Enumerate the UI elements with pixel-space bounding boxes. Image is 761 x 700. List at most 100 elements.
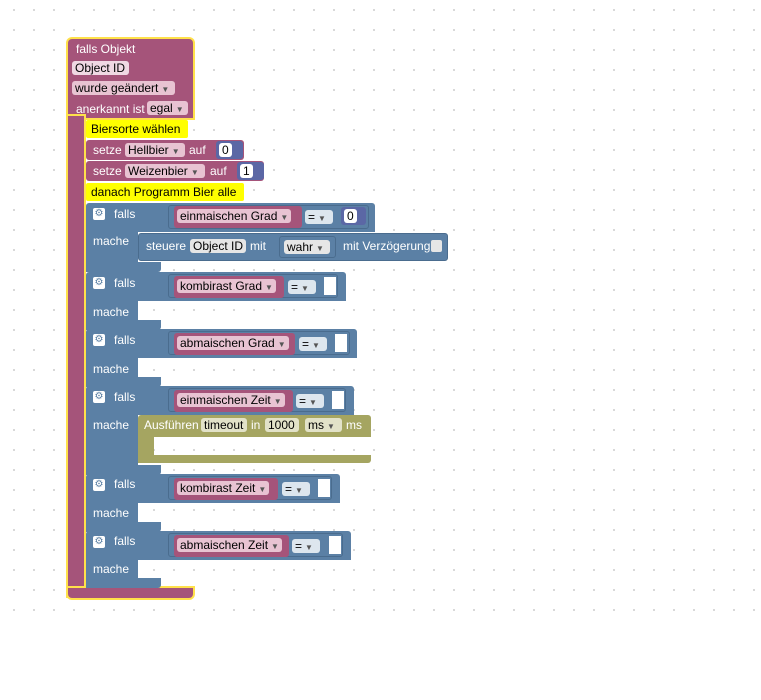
chevron-down-icon: ▼ — [316, 244, 324, 253]
setze-weizenbier-label: setze — [93, 164, 122, 178]
if-5-var: kombirast Zeit — [180, 481, 256, 495]
if-2-op: = — [291, 280, 299, 294]
trigger-changed-dropdown[interactable]: wurde geändert▼ — [72, 81, 175, 95]
chevron-down-icon: ▼ — [190, 168, 199, 177]
steuere-value: wahr — [287, 240, 314, 254]
gear-icon[interactable]: ⚙ — [93, 479, 105, 491]
timeout-unit-dropdown[interactable]: ms▼ — [305, 418, 342, 432]
steuere-label: steuere — [146, 239, 187, 253]
if-2-op-dropdown[interactable]: =▼ — [288, 280, 316, 294]
if-1-op-dropdown[interactable]: =▼ — [305, 210, 333, 224]
if-3-var-dropdown[interactable]: abmaischen Grad▼ — [177, 336, 289, 350]
trigger-anerkannt-value: egal — [150, 101, 173, 115]
chevron-down-icon: ▼ — [327, 422, 335, 431]
if-5-var-block[interactable]: kombirast Zeit▼ — [174, 478, 278, 500]
chevron-down-icon: ▼ — [295, 486, 303, 495]
if-6-op-dropdown[interactable]: =▼ — [292, 539, 320, 553]
if-2-empty-value-slot[interactable] — [324, 277, 336, 295]
if-3-op-dropdown[interactable]: =▼ — [299, 337, 327, 351]
if-3-empty-value-slot[interactable] — [335, 334, 347, 352]
if-2-var-dropdown[interactable]: kombirast Grad▼ — [177, 279, 276, 293]
if-4-var-dropdown[interactable]: einmaischen Zeit▼ — [177, 393, 285, 407]
gear-icon[interactable]: ⚙ — [93, 277, 105, 289]
steuere-delay-label: mit Verzögerung — [343, 239, 431, 253]
timeout-block-bottom[interactable] — [138, 455, 371, 463]
if-5-empty-value-slot[interactable] — [318, 479, 330, 497]
chevron-down-icon: ▼ — [312, 341, 320, 350]
comment-biersorte[interactable]: Biersorte wählen — [86, 120, 188, 138]
timeout-var[interactable]: timeout — [201, 418, 247, 432]
if-5-op-dropdown[interactable]: =▼ — [282, 482, 310, 496]
setze-weizenbier-number[interactable]: 1 — [240, 164, 253, 178]
setze-hellbier-var-dropdown[interactable]: Hellbier▼ — [125, 143, 185, 157]
if-6-mache-label: mache — [93, 562, 130, 576]
steuere-mit-label: mit — [250, 239, 266, 253]
gear-icon[interactable]: ⚙ — [93, 536, 105, 548]
if-5-var-dropdown[interactable]: kombirast Zeit▼ — [177, 481, 270, 495]
steuere-object-id[interactable]: Object ID — [190, 239, 246, 253]
if-6-var: abmaischen Zeit — [180, 538, 269, 552]
if-4-var: einmaischen Zeit — [180, 393, 271, 407]
if-block-1-bottom[interactable] — [86, 262, 161, 272]
setze-hellbier-var: Hellbier — [128, 143, 169, 157]
timeout-in-label: in — [251, 418, 261, 432]
if-6-falls-label: falls — [114, 534, 136, 548]
if-4-op-dropdown[interactable]: =▼ — [296, 394, 324, 408]
if-1-number[interactable]: 0 — [344, 209, 357, 223]
if-3-op: = — [302, 337, 310, 351]
if-block-2-bottom[interactable] — [86, 320, 161, 330]
if-block-4-bottom[interactable] — [86, 465, 161, 475]
if-6-var-block[interactable]: abmaischen Zeit▼ — [174, 535, 289, 557]
if-1-var-dropdown[interactable]: einmaischen Grad▼ — [177, 209, 292, 223]
setze-hellbier-number[interactable]: 0 — [219, 143, 232, 157]
if-3-var: abmaischen Grad — [180, 336, 275, 350]
gear-icon[interactable]: ⚙ — [93, 391, 105, 403]
if-1-var-block[interactable]: einmaischen Grad▼ — [174, 206, 302, 228]
chevron-down-icon: ▼ — [271, 542, 279, 551]
trigger-block-bottom[interactable] — [68, 588, 193, 598]
trigger-anerkannt-label: anerkannt ist — [76, 102, 145, 116]
setze-hellbier-auf-label: auf — [189, 143, 206, 157]
steuere-value-dropdown[interactable]: wahr▼ — [284, 240, 330, 254]
steuere-delay-checkbox[interactable] — [431, 240, 442, 252]
if-2-var-block[interactable]: kombirast Grad▼ — [174, 276, 284, 298]
if-4-falls-label: falls — [114, 390, 136, 404]
if-1-var: einmaischen Grad — [180, 209, 278, 223]
if-6-empty-value-slot[interactable] — [329, 536, 341, 554]
if-2-falls-label: falls — [114, 276, 136, 290]
if-3-mache-label: mache — [93, 362, 130, 376]
setze-hellbier-number-block[interactable]: 0 — [216, 141, 243, 159]
if-block-3-bottom[interactable] — [86, 377, 161, 387]
if-3-var-block[interactable]: abmaischen Grad▼ — [174, 333, 295, 355]
if-4-empty-value-slot[interactable] — [332, 391, 344, 409]
if-4-op: = — [299, 394, 307, 408]
if-1-number-block[interactable]: 0 — [341, 207, 366, 225]
gear-icon[interactable]: ⚙ — [93, 334, 105, 346]
if-6-op: = — [295, 539, 303, 553]
trigger-falls-objekt-label: falls Objekt — [76, 42, 136, 56]
if-block-4-spine[interactable] — [86, 413, 138, 475]
chevron-down-icon: ▼ — [318, 214, 326, 223]
if-5-falls-label: falls — [114, 477, 136, 491]
timeout-unit-dd: ms — [308, 418, 324, 432]
setze-weizenbier-var-dropdown[interactable]: Weizenbier▼ — [125, 164, 205, 178]
if-block-5-bottom[interactable] — [86, 522, 161, 532]
trigger-anerkannt-dropdown[interactable]: egal▼ — [147, 101, 188, 115]
timeout-label: Ausführen — [144, 418, 199, 432]
if-4-mache-label: mache — [93, 418, 130, 432]
chevron-down-icon: ▼ — [161, 85, 170, 94]
chevron-down-icon: ▼ — [305, 543, 313, 552]
setze-weizenbier-number-block[interactable]: 1 — [237, 162, 264, 180]
if-5-op: = — [285, 482, 293, 496]
if-block-6-bottom[interactable] — [86, 578, 161, 588]
if-2-var: kombirast Grad — [180, 279, 263, 293]
if-4-var-block[interactable]: einmaischen Zeit▼ — [174, 390, 293, 412]
trigger-object-id[interactable]: Object ID — [72, 61, 129, 75]
chevron-down-icon: ▼ — [273, 397, 282, 406]
trigger-block-spine[interactable] — [68, 116, 84, 596]
comment-danach[interactable]: danach Programm Bier alle — [86, 183, 244, 201]
if-6-var-dropdown[interactable]: abmaischen Zeit▼ — [177, 538, 282, 552]
timeout-value[interactable]: 1000 — [265, 418, 299, 432]
gear-icon[interactable]: ⚙ — [93, 208, 105, 220]
if-2-mache-label: mache — [93, 305, 130, 319]
